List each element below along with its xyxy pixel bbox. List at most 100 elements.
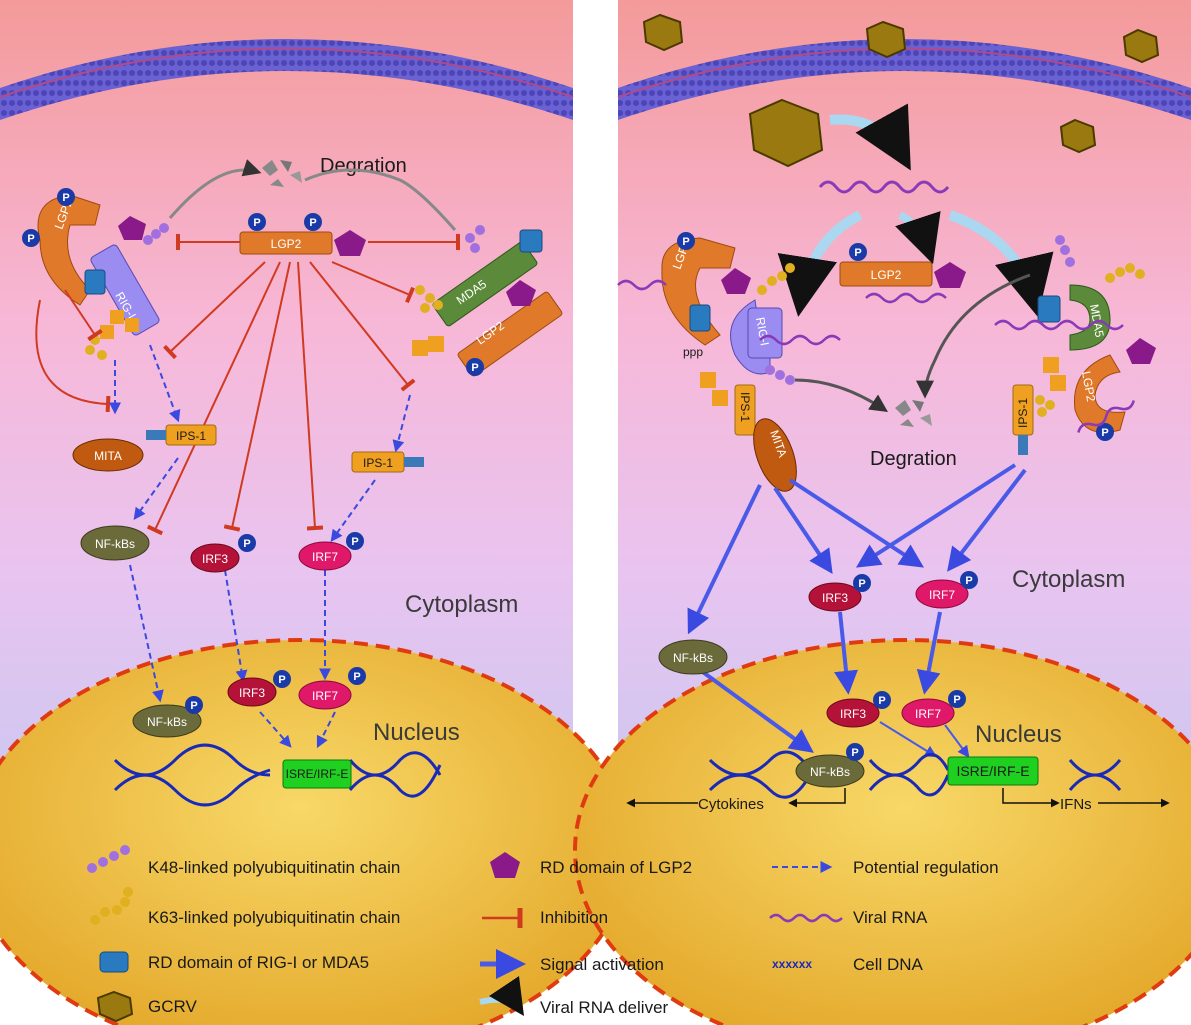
- left-nfkbs-label: NF-kBs: [95, 537, 135, 551]
- legend-k48-icon: [87, 845, 130, 873]
- right-panel: LGP2 P LGP2 P RIG-I ppp MDA5: [573, 0, 1191, 1025]
- left-degradation-arrow-a: [168, 159, 262, 219]
- legend-k48-label: K48-linked polyubiquitinatin chain: [148, 858, 400, 877]
- left-potential-regulation: [109, 344, 411, 749]
- legend-inhibition-label: Inhibition: [540, 908, 608, 927]
- right-irf7: [915, 579, 969, 609]
- left-isre-label: ISRE/IRF-E: [286, 767, 349, 781]
- right-irf7-nuc-label: IRF7: [915, 707, 941, 721]
- right-ips1-b-label: IPS-1: [1016, 398, 1030, 428]
- svg-text:P: P: [682, 236, 689, 248]
- left-p-badge: [248, 213, 266, 231]
- right-viral-rna-deliver: [777, 103, 1054, 317]
- left-ips1-a-label: IPS-1: [176, 429, 206, 443]
- left-irf3-label: IRF3: [202, 552, 228, 566]
- left-cell-dna: [113, 743, 442, 807]
- svg-text:P: P: [851, 747, 858, 759]
- left-ips1-b-label: IPS-1: [363, 456, 393, 470]
- left-irf3: [190, 543, 240, 573]
- legend-viral-deliver-label: Viral RNA deliver: [540, 998, 669, 1017]
- left-irf7-nuc-label: IRF7: [312, 689, 338, 703]
- svg-text:P: P: [1101, 427, 1108, 439]
- left-membrane-line: [0, 47, 574, 98]
- left-panel: Degration LGP2 P P LGP2 RIG-I P P MDA5: [0, 0, 632, 1025]
- legend-k63-icon: [90, 887, 133, 925]
- svg-text:P: P: [243, 538, 250, 550]
- svg-text:P: P: [858, 578, 865, 590]
- svg-text:P: P: [878, 695, 885, 707]
- left-mda5-complex: MDA5 LGP2 P: [412, 225, 563, 377]
- legend-viral-deliver-icon: [479, 976, 524, 1016]
- right-ips1-a-label: IPS-1: [738, 392, 752, 422]
- right-cytoplasm-label: Cytoplasm: [1012, 566, 1125, 593]
- left-irf3-nuc-label: IRF3: [239, 686, 265, 700]
- right-signal-activation: [687, 463, 1027, 758]
- right-isre-label: ISRE/IRF-E: [956, 763, 1029, 779]
- right-irf7-label: IRF7: [929, 588, 955, 602]
- right-lgp2-center: [839, 261, 933, 287]
- left-irf3-nuc: [227, 677, 277, 707]
- left-irf7-label: IRF7: [312, 550, 338, 564]
- right-nfkbs-nuc: [795, 754, 865, 788]
- left-degradation-label: Degration: [320, 155, 407, 177]
- right-cell-dna: [708, 750, 1122, 799]
- right-rig-i-label: RIG-I: [753, 316, 772, 347]
- right-rig-i-complex: LGP2 P RIG-I ppp: [617, 232, 841, 385]
- right-membrane: [618, 39, 1191, 120]
- legend-k63-label: K63-linked polyubiquitinatin chain: [148, 908, 400, 927]
- svg-text:P: P: [965, 575, 972, 587]
- right-ifns-label: IFNs: [1060, 796, 1092, 813]
- svg-text:P: P: [953, 694, 960, 706]
- right-irf7-nuc: [901, 698, 955, 728]
- svg-text:P: P: [351, 536, 358, 548]
- svg-text:P: P: [854, 247, 861, 259]
- svg-text:P: P: [353, 671, 360, 683]
- svg-text:P: P: [253, 217, 260, 229]
- right-nfkbs-label: NF-kBs: [673, 651, 713, 665]
- left-mita-label: MITA: [94, 449, 122, 463]
- svg-text:P: P: [309, 217, 316, 229]
- right-mda-lgp2-label: LGP2: [1079, 370, 1098, 403]
- svg-text:P: P: [190, 700, 197, 712]
- left-degradation-debris: [262, 160, 302, 187]
- right-isre: [947, 756, 1039, 786]
- left-mita: [72, 438, 144, 472]
- right-lgp2-center-label: LGP2: [871, 268, 902, 282]
- legend-signal-label: Signal activation: [540, 955, 664, 974]
- right-ips1-a: [734, 384, 756, 436]
- right-nucleus-label: Nucleus: [975, 721, 1062, 748]
- legend-cell-dna-label: Cell DNA: [853, 955, 924, 974]
- right-degradation-debris: [895, 400, 932, 427]
- legend-rd-lgp2-icon: [490, 852, 520, 878]
- right-ppp-label: ppp: [683, 345, 703, 359]
- left-rig-i-complex: LGP2 RIG-I P P: [22, 188, 169, 360]
- left-nucleus-label: Nucleus: [373, 719, 460, 746]
- right-irf3-nuc-label: IRF3: [840, 707, 866, 721]
- legend-rd-rig-icon: [99, 951, 129, 973]
- legend-viral-rna-label: Viral RNA: [853, 908, 928, 927]
- right-mita: [753, 418, 797, 492]
- right-degradation-label: Degration: [870, 448, 957, 470]
- right-irf3-nuc: [826, 698, 880, 728]
- left-lgp2-center-rd: [334, 230, 366, 256]
- left-lgp2-center-label: LGP2: [271, 237, 302, 251]
- left-nfkbs-nuc-label: NF-kBs: [147, 715, 187, 729]
- right-output-arrows: [626, 788, 1170, 808]
- legend-gcrv-icon: [96, 990, 134, 1023]
- legend-rd-lgp2-label: RD domain of LGP2: [540, 858, 692, 877]
- left-cytoplasm-label: Cytoplasm: [405, 591, 518, 618]
- right-mda5-complex: MDA5 LGP2 P: [994, 235, 1156, 441]
- left-nfkbs-nuc: [132, 704, 202, 738]
- left-isre: [282, 759, 352, 789]
- left-irf7: [298, 541, 352, 571]
- svg-text:P: P: [278, 674, 285, 686]
- legend-cell-dna-icon: xxxxxx: [772, 957, 812, 971]
- right-nfkbs: [658, 639, 728, 675]
- left-membrane: [0, 39, 573, 120]
- legend-gcrv-label: GCRV: [148, 997, 197, 1016]
- legend-viral-rna-icon: [769, 913, 843, 923]
- svg-text:P: P: [62, 192, 69, 204]
- right-nucleus: [573, 638, 1191, 1025]
- right-irf3: [808, 582, 862, 612]
